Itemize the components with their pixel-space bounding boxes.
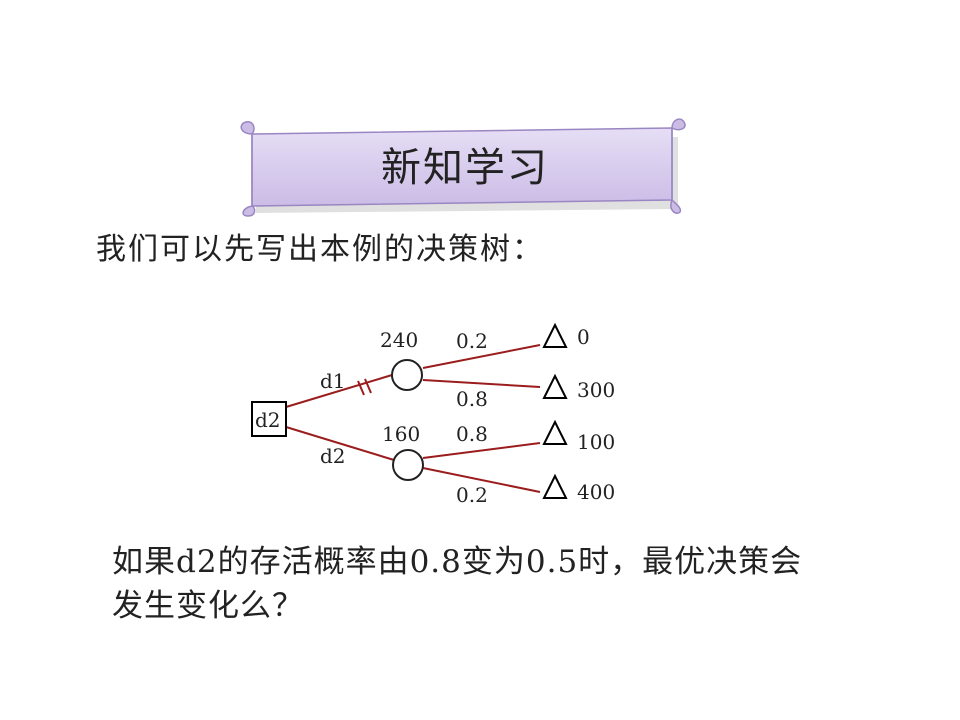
outcome-line-4 xyxy=(422,467,541,493)
scroll-left-curl xyxy=(240,121,256,217)
prob-bottom-upper: 0.8 xyxy=(456,422,488,446)
prune-mark-1 xyxy=(357,380,365,396)
scroll-right-curl xyxy=(670,118,686,214)
outcome-value-3: 100 xyxy=(577,430,615,454)
decision-node-label: d2 xyxy=(255,408,281,432)
outcome-triangle-4 xyxy=(542,473,568,499)
decision-tree-diagram: d2 d1 d2 240 160 0.2 0.8 0.8 0.2 0 300 1… xyxy=(251,322,615,507)
chance-node-bottom xyxy=(392,449,424,481)
chance-top-value: 240 xyxy=(380,328,418,352)
chance-bottom-value: 160 xyxy=(382,422,420,446)
branch-d1-line xyxy=(285,374,393,408)
outcome-line-1 xyxy=(422,344,541,369)
outcome-line-3 xyxy=(422,442,541,459)
outcome-triangle-1 xyxy=(542,322,568,348)
outcome-value-4: 400 xyxy=(577,480,615,504)
outcome-triangle-3 xyxy=(542,419,568,445)
title-scroll-banner xyxy=(240,118,686,217)
outcome-line-2 xyxy=(422,379,541,388)
question-text: 如果d2的存活概率由0.8变为0.5时，最优决策会 发生变化么？ xyxy=(112,540,932,628)
branch-d2-label: d2 xyxy=(320,444,346,468)
outcome-triangle-2 xyxy=(542,373,568,399)
prune-mark-2 xyxy=(364,378,372,394)
question-line-2: 发生变化么？ xyxy=(112,588,304,624)
branch-lines xyxy=(285,344,541,493)
prob-top-upper: 0.2 xyxy=(456,329,488,353)
branch-d2-line xyxy=(285,426,395,461)
intro-text: 我们可以先写出本例的决策树： xyxy=(96,232,544,267)
prob-bottom-lower: 0.2 xyxy=(456,483,488,507)
decision-node xyxy=(251,401,287,437)
chance-node-top xyxy=(391,359,423,391)
outcome-value-1: 0 xyxy=(577,325,590,349)
page-title: 新知学习 xyxy=(381,145,549,191)
branch-d1-label: d1 xyxy=(320,369,346,393)
question-line-1: 如果d2的存活概率由0.8变为0.5时，最优决策会 xyxy=(112,544,803,580)
outcome-value-2: 300 xyxy=(577,378,615,402)
prob-top-lower: 0.8 xyxy=(456,387,488,411)
